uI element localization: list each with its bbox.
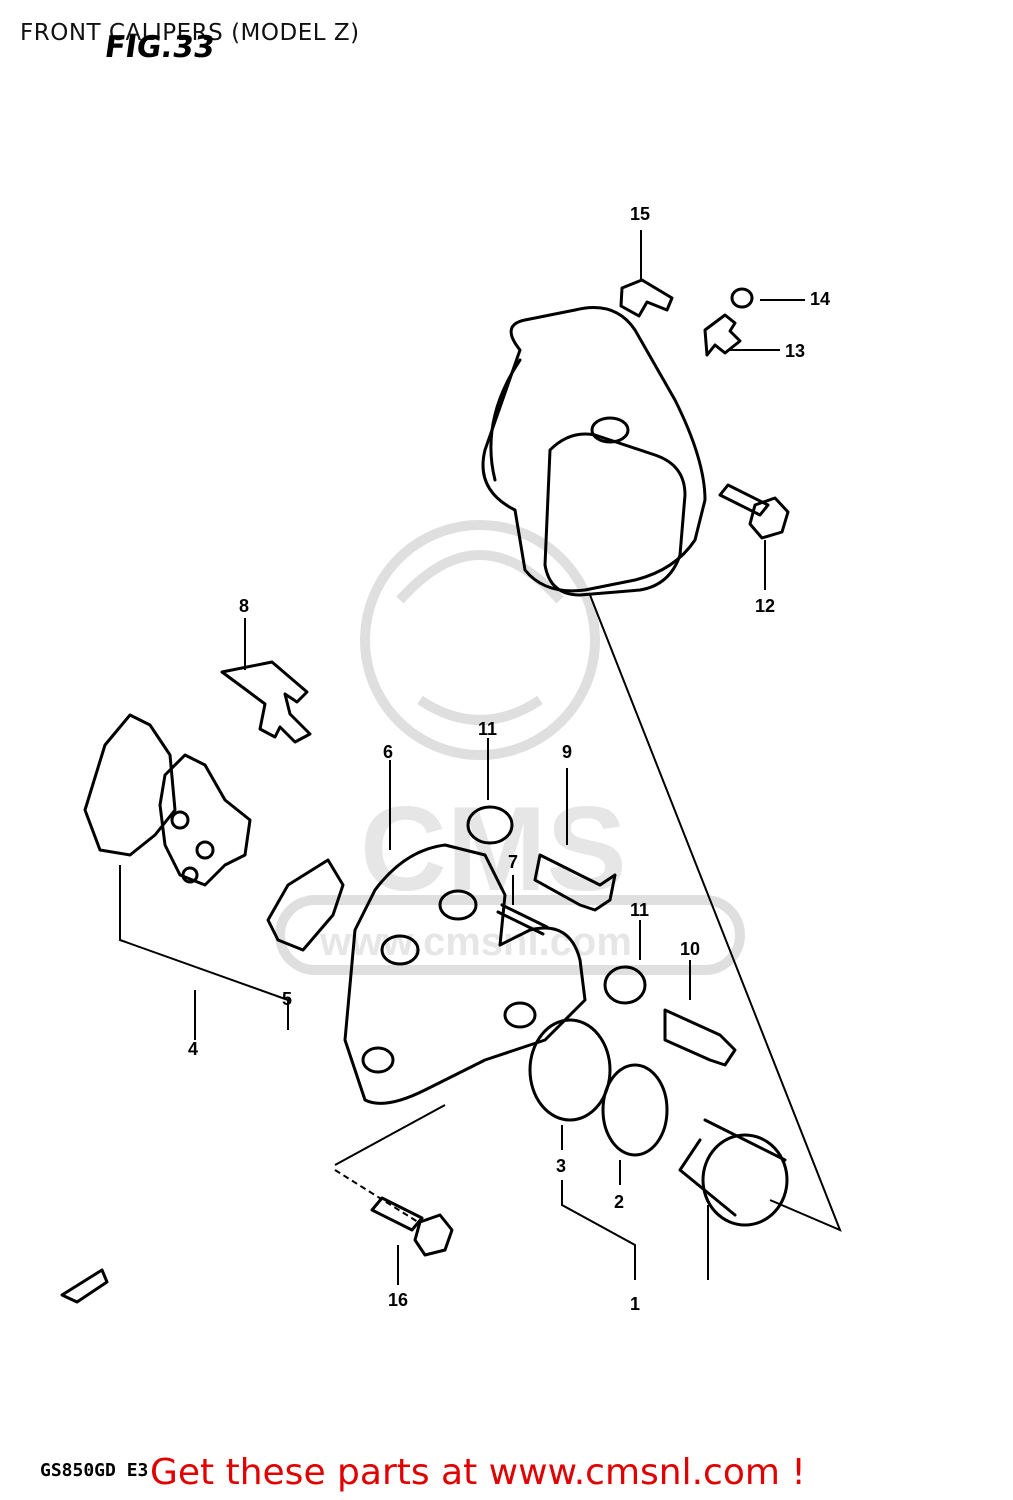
callout-12: 12 — [755, 596, 775, 616]
model-code: GS850GD E3 — [40, 1460, 149, 1481]
sleeve-10 — [663, 1008, 737, 1067]
bolt-12 — [718, 483, 790, 540]
dust-boot-11-lower — [603, 965, 647, 1005]
callout-4: 4 — [188, 1039, 198, 1059]
watermark-url: www.cmsnl.com — [319, 920, 632, 964]
callout-9: 9 — [562, 742, 572, 762]
diagram-title: FRONT CALIPERS (MODEL Z) — [20, 20, 360, 46]
leader-lines — [119, 230, 842, 1285]
caliper-upper — [481, 306, 707, 597]
callout-15: 15 — [630, 204, 650, 224]
callout-13: 13 — [785, 341, 805, 361]
callout-16: 16 — [388, 1290, 408, 1310]
callout-11-upper: 11 — [478, 719, 497, 739]
pin-7 — [496, 903, 549, 936]
watermark-text: CMS — [360, 782, 627, 916]
callout-11-lower: 11 — [630, 900, 649, 920]
pad-spring-15 — [619, 278, 674, 318]
bleeder-valve-13 — [703, 313, 742, 357]
callout-1: 1 — [630, 1294, 640, 1314]
callout-10: 10 — [680, 939, 700, 959]
piston-1 — [678, 1118, 789, 1227]
bolt-16 — [370, 1196, 454, 1257]
pad-shim-5 — [266, 858, 345, 952]
callout-2: 2 — [614, 1192, 624, 1212]
dust-seal-2 — [601, 1063, 669, 1157]
watermark-logo: CMS www.cmsnl.com — [275, 520, 745, 975]
callout-14: 14 — [810, 289, 830, 309]
brake-pad-set-4 — [83, 713, 252, 887]
sleeve-9 — [533, 853, 617, 912]
pad-clip-8 — [220, 660, 312, 744]
callout-7: 7 — [508, 852, 518, 872]
caliper-bracket-6 — [343, 843, 587, 1105]
bleeder-cap-14 — [730, 287, 754, 309]
front-arrow-icon — [60, 1268, 109, 1304]
dust-boot-11-upper — [466, 805, 514, 845]
callout-5: 5 — [282, 989, 292, 1009]
callout-8: 8 — [239, 596, 249, 616]
callout-3: 3 — [556, 1156, 566, 1176]
callout-6: 6 — [383, 742, 393, 762]
shop-link[interactable]: Get these parts at www.cmsnl.com ! — [150, 1452, 806, 1493]
piston-seal-3 — [528, 1018, 612, 1122]
